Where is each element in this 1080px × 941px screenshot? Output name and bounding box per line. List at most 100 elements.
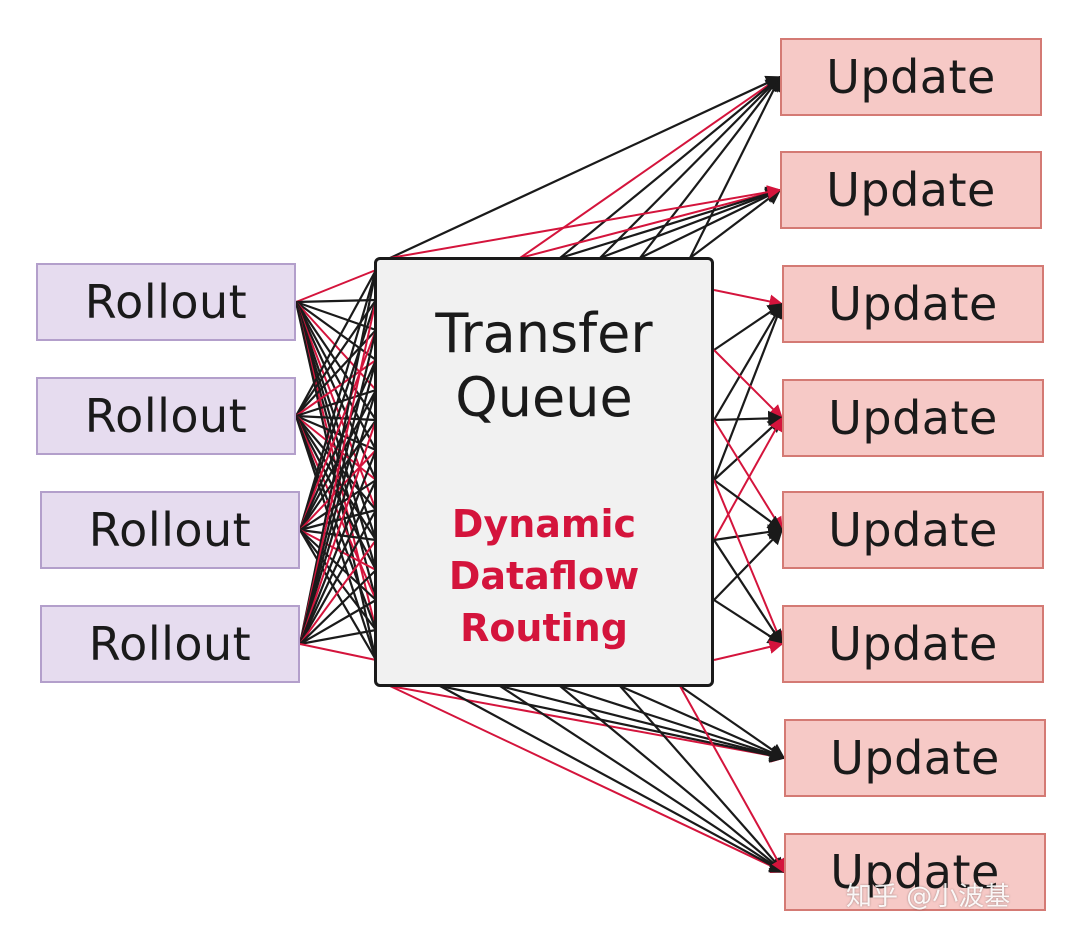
rollout-to-queue-edge bbox=[298, 359, 378, 645]
rollout-to-queue-edge bbox=[299, 509, 377, 645]
queue-to-update-edge bbox=[619, 685, 786, 874]
queue-to-update-edge bbox=[713, 289, 784, 309]
update-node-1: Update bbox=[780, 38, 1042, 116]
rollout-to-queue-edge bbox=[298, 329, 378, 645]
update-label: Update bbox=[828, 503, 998, 557]
update-label: Update bbox=[830, 731, 1000, 785]
rollout-to-queue-edge bbox=[299, 529, 377, 661]
queue-to-update-edge bbox=[713, 640, 784, 661]
rollout-to-queue-edge bbox=[298, 389, 378, 645]
queue-to-update-edge bbox=[389, 75, 782, 259]
rollout-to-queue-edge bbox=[299, 569, 377, 645]
queue-subtitle-line: Routing bbox=[460, 606, 628, 650]
update-label: Update bbox=[828, 277, 998, 331]
rollout-to-queue-edge bbox=[298, 269, 378, 531]
rollout-label: Rollout bbox=[88, 503, 252, 557]
rollout-node-3: Rollout bbox=[40, 491, 300, 569]
queue-to-update-edge bbox=[639, 189, 782, 259]
rollout-to-queue-edge bbox=[295, 298, 377, 304]
update-node-4: Update bbox=[782, 379, 1044, 457]
rollout-node-1: Rollout bbox=[36, 263, 296, 341]
watermark: 知乎 @小波基 bbox=[846, 882, 1011, 912]
rollout-to-queue-edge bbox=[299, 643, 377, 661]
rollout-to-queue-edge bbox=[295, 359, 377, 417]
queue-to-update-edge bbox=[713, 539, 783, 646]
queue-to-update-edge bbox=[389, 685, 786, 873]
queue-to-update-edge bbox=[713, 419, 783, 532]
queue-to-update-edge bbox=[713, 303, 784, 351]
update-label: Update bbox=[826, 163, 996, 217]
queue-to-update-edge bbox=[389, 185, 782, 259]
queue-to-update-edge bbox=[389, 685, 786, 763]
rollout-to-queue-edge bbox=[295, 269, 377, 417]
queue-subtitle: Dynamic Dataflow Routing bbox=[377, 498, 711, 654]
rollout-to-queue-edge bbox=[299, 299, 377, 645]
queue-to-update-edge bbox=[713, 416, 784, 481]
queue-to-update-edge bbox=[499, 685, 786, 873]
queue-to-update-edge bbox=[519, 186, 782, 259]
update-label: Update bbox=[828, 391, 998, 445]
rollout-to-queue-edge bbox=[299, 329, 377, 531]
queue-to-update-edge bbox=[619, 684, 786, 760]
rollout-to-queue-edge bbox=[294, 301, 378, 481]
queue-to-update-edge bbox=[559, 76, 782, 259]
queue-to-update-edge bbox=[689, 189, 782, 259]
update-label: Update bbox=[828, 617, 998, 671]
queue-to-update-edge bbox=[713, 599, 784, 645]
queue-to-update-edge bbox=[713, 524, 784, 542]
rollout-label: Rollout bbox=[88, 617, 252, 671]
rollout-to-queue-edge bbox=[299, 599, 377, 645]
rollout-to-queue-edge bbox=[295, 301, 377, 391]
queue-to-update-edge bbox=[679, 685, 786, 759]
queue-to-update-edge bbox=[679, 685, 785, 874]
queue-to-update-edge bbox=[599, 75, 782, 259]
queue-to-update-edge bbox=[559, 186, 782, 260]
rollout-label: Rollout bbox=[84, 275, 248, 329]
queue-subtitle-line: Dataflow bbox=[448, 554, 640, 598]
rollout-to-queue-edge bbox=[295, 301, 377, 421]
queue-to-update-edge bbox=[499, 684, 786, 763]
queue-title: Transfer Queue bbox=[377, 302, 711, 430]
queue-to-update-edge bbox=[639, 75, 781, 259]
rollout-to-queue-edge bbox=[299, 529, 377, 631]
queue-to-update-edge bbox=[439, 684, 786, 763]
queue-title-line: Transfer bbox=[435, 302, 653, 365]
rollout-node-4: Rollout bbox=[40, 605, 300, 683]
update-node-7: Update bbox=[784, 719, 1046, 797]
rollout-node-2: Rollout bbox=[36, 377, 296, 455]
update-label: Update bbox=[830, 845, 1000, 899]
rollout-to-queue-edge bbox=[295, 329, 377, 417]
rollout-to-queue-edge bbox=[299, 419, 377, 645]
queue-title-line: Queue bbox=[455, 366, 633, 429]
queue-subtitle-line: Dynamic bbox=[451, 502, 637, 546]
queue-to-update-edge bbox=[713, 479, 784, 646]
queue-to-update-edge bbox=[712, 302, 785, 481]
update-node-6: Update bbox=[782, 605, 1044, 683]
queue-to-update-edge bbox=[559, 684, 786, 762]
queue-to-update-edge bbox=[713, 349, 783, 419]
queue-to-update-edge bbox=[713, 528, 784, 601]
update-node-5: Update bbox=[782, 491, 1044, 569]
rollout-to-queue-edge bbox=[295, 300, 377, 332]
rollout-to-queue-edge bbox=[298, 299, 378, 531]
rollout-to-queue-edge bbox=[295, 269, 377, 303]
rollout-to-queue-edge bbox=[295, 301, 377, 361]
queue-to-update-edge bbox=[559, 685, 786, 873]
update-node-3: Update bbox=[782, 265, 1044, 343]
rollout-label: Rollout bbox=[84, 389, 248, 443]
rollout-to-queue-edge bbox=[299, 628, 377, 646]
rollout-to-queue-edge bbox=[298, 269, 378, 645]
queue-to-update-edge bbox=[599, 187, 782, 260]
rollout-to-queue-edge bbox=[299, 539, 377, 645]
rollout-to-queue-edge bbox=[298, 359, 378, 531]
update-node-8: Update bbox=[784, 833, 1046, 911]
rollout-to-queue-edge bbox=[295, 301, 377, 451]
rollout-to-queue-edge bbox=[298, 449, 378, 645]
rollout-to-queue-edge bbox=[299, 479, 377, 645]
rollout-to-queue-edge bbox=[299, 529, 377, 601]
queue-to-update-edge bbox=[713, 416, 783, 541]
queue-to-update-edge bbox=[439, 685, 786, 873]
transfer-queue-box: Transfer Queue Dynamic Dataflow Routing bbox=[374, 257, 714, 687]
